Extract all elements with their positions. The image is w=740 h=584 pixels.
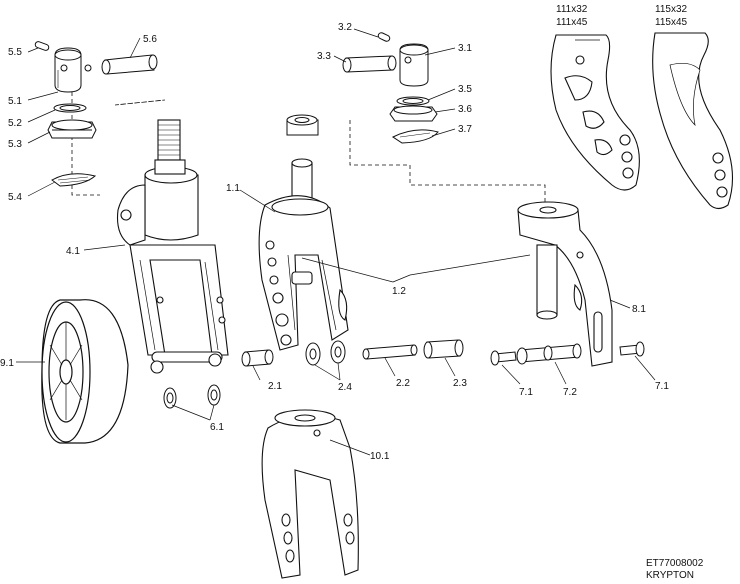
callout-3-5: 3.5 <box>458 84 472 95</box>
part-3-5-washer <box>396 96 430 106</box>
callout-3-3: 3.3 <box>317 51 331 62</box>
callout-1-2: 1.2 <box>392 286 406 297</box>
callout-3-2: 3.2 <box>338 22 352 33</box>
fork-profile-111 <box>550 34 640 191</box>
part-2-4-washers <box>305 340 346 366</box>
part-3-3-axle <box>342 55 397 73</box>
part-3-2-pin <box>377 32 391 42</box>
part-5-3-bearing-nut <box>47 119 97 139</box>
part-5-2-washer <box>53 103 87 113</box>
callout-5-4: 5.4 <box>8 192 22 203</box>
callout-4-1: 4.1 <box>66 246 80 257</box>
part-5-5-pin <box>34 41 50 51</box>
callout-5-3: 5.3 <box>8 139 22 150</box>
part-3-6-nut <box>389 105 438 122</box>
callout-7-2: 7.2 <box>563 387 577 398</box>
footer-code: ET77008002 <box>646 558 704 569</box>
callout-8-1: 8.1 <box>632 304 646 315</box>
callout-2-1: 2.1 <box>268 381 282 392</box>
part-2-3-sleeve <box>423 339 464 359</box>
callout-2-4: 2.4 <box>338 382 352 393</box>
callout-9-1: 9.1 <box>0 358 14 369</box>
callout-5-1: 5.1 <box>8 96 22 107</box>
part-7-2-axle <box>516 343 582 365</box>
part-3-7-wedge <box>392 129 439 144</box>
callout-5-6: 5.6 <box>143 34 157 45</box>
leader-lines <box>16 28 656 456</box>
part-9-1-wheel <box>41 299 129 444</box>
callout-2-2: 2.2 <box>396 378 410 389</box>
part-5-4-wedge <box>51 173 97 187</box>
callout-labels: 5.5 5.6 5.1 5.2 5.3 5.4 4.1 9.1 2.1 6.1 … <box>0 22 669 462</box>
size-label-111x32: 111x32 <box>556 4 588 15</box>
callout-6-1: 6.1 <box>210 422 224 433</box>
footer: ET77008002 KRYPTON <box>646 558 704 581</box>
callout-7-1-left: 7.1 <box>519 387 533 398</box>
part-4-1-fork <box>116 119 229 374</box>
assembly-guide-lines <box>71 85 546 205</box>
part-3-1-housing <box>399 43 429 87</box>
size-label-111x45: 111x45 <box>556 17 588 28</box>
callout-1-1: 1.1 <box>226 183 240 194</box>
size-label-115x45: 115x45 <box>655 17 688 28</box>
callout-7-1-right: 7.1 <box>655 381 669 392</box>
size-labels: 111x32 111x45 115x32 115x45 <box>556 4 688 28</box>
part-1-1-center-fork <box>258 158 349 351</box>
part-5-6-axle <box>84 54 158 75</box>
callout-3-7: 3.7 <box>458 124 472 135</box>
callout-5-2: 5.2 <box>8 118 22 129</box>
fork-profile-115 <box>652 32 733 210</box>
size-label-115x32: 115x32 <box>655 4 688 15</box>
callout-3-6: 3.6 <box>458 104 472 115</box>
part-8-1-right-fork <box>517 201 613 367</box>
callout-3-1: 3.1 <box>458 43 472 54</box>
part-10-1-lower-fork <box>261 409 359 579</box>
part-2-2-axle <box>362 344 418 360</box>
part-7-1-bolt-right <box>619 341 645 357</box>
part-bearing-top <box>286 114 319 136</box>
callout-5-5: 5.5 <box>8 47 22 58</box>
part-5-1-housing <box>54 47 82 93</box>
part-6-1-spacers <box>163 384 221 409</box>
part-7-1-bolt-left <box>490 350 517 366</box>
callout-2-3: 2.3 <box>453 378 467 389</box>
callout-10-1: 10.1 <box>370 451 390 462</box>
part-2-1-spacer <box>241 349 274 367</box>
footer-model: KRYPTON <box>646 570 694 581</box>
